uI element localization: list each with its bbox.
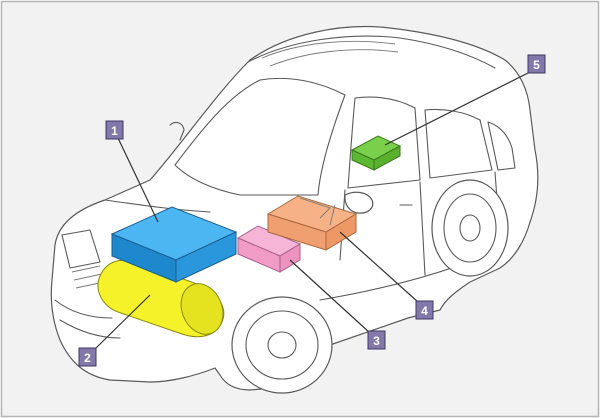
leader-2 [95, 294, 151, 349]
leader-5 [384, 71, 531, 146]
quarter-window [487, 121, 516, 171]
front-bumper [54, 299, 121, 339]
hood-crease [104, 199, 211, 213]
roof-rack [261, 40, 399, 67]
leader-lines [95, 71, 531, 349]
front-wheel [231, 296, 333, 394]
component-1-box [110, 206, 238, 283]
headlight [61, 229, 101, 269]
component-4-box [266, 195, 358, 251]
leader-1 [117, 137, 159, 223]
svg-text:3: 3 [373, 334, 380, 348]
leader-3 [289, 259, 371, 334]
roof-line [247, 35, 496, 69]
svg-text:5: 5 [533, 58, 540, 72]
front-window [347, 96, 421, 189]
component-2-cylinder [97, 259, 225, 338]
side-mirror [344, 191, 374, 214]
windshield [174, 77, 346, 196]
wiper [169, 121, 185, 141]
badge-3: 3 [367, 330, 386, 350]
badge-2: 2 [78, 347, 97, 367]
badge-5: 5 [527, 54, 546, 74]
svg-text:4: 4 [421, 304, 428, 318]
badge-1: 1 [105, 120, 124, 140]
component-3-box [236, 225, 302, 273]
svg-text:1: 1 [111, 124, 118, 138]
leader-4 [339, 231, 419, 303]
component-5-box [350, 135, 402, 171]
rear-wheel [431, 179, 509, 277]
svg-text:2: 2 [84, 351, 91, 365]
badge-4: 4 [415, 300, 434, 320]
rear-window [424, 108, 493, 179]
